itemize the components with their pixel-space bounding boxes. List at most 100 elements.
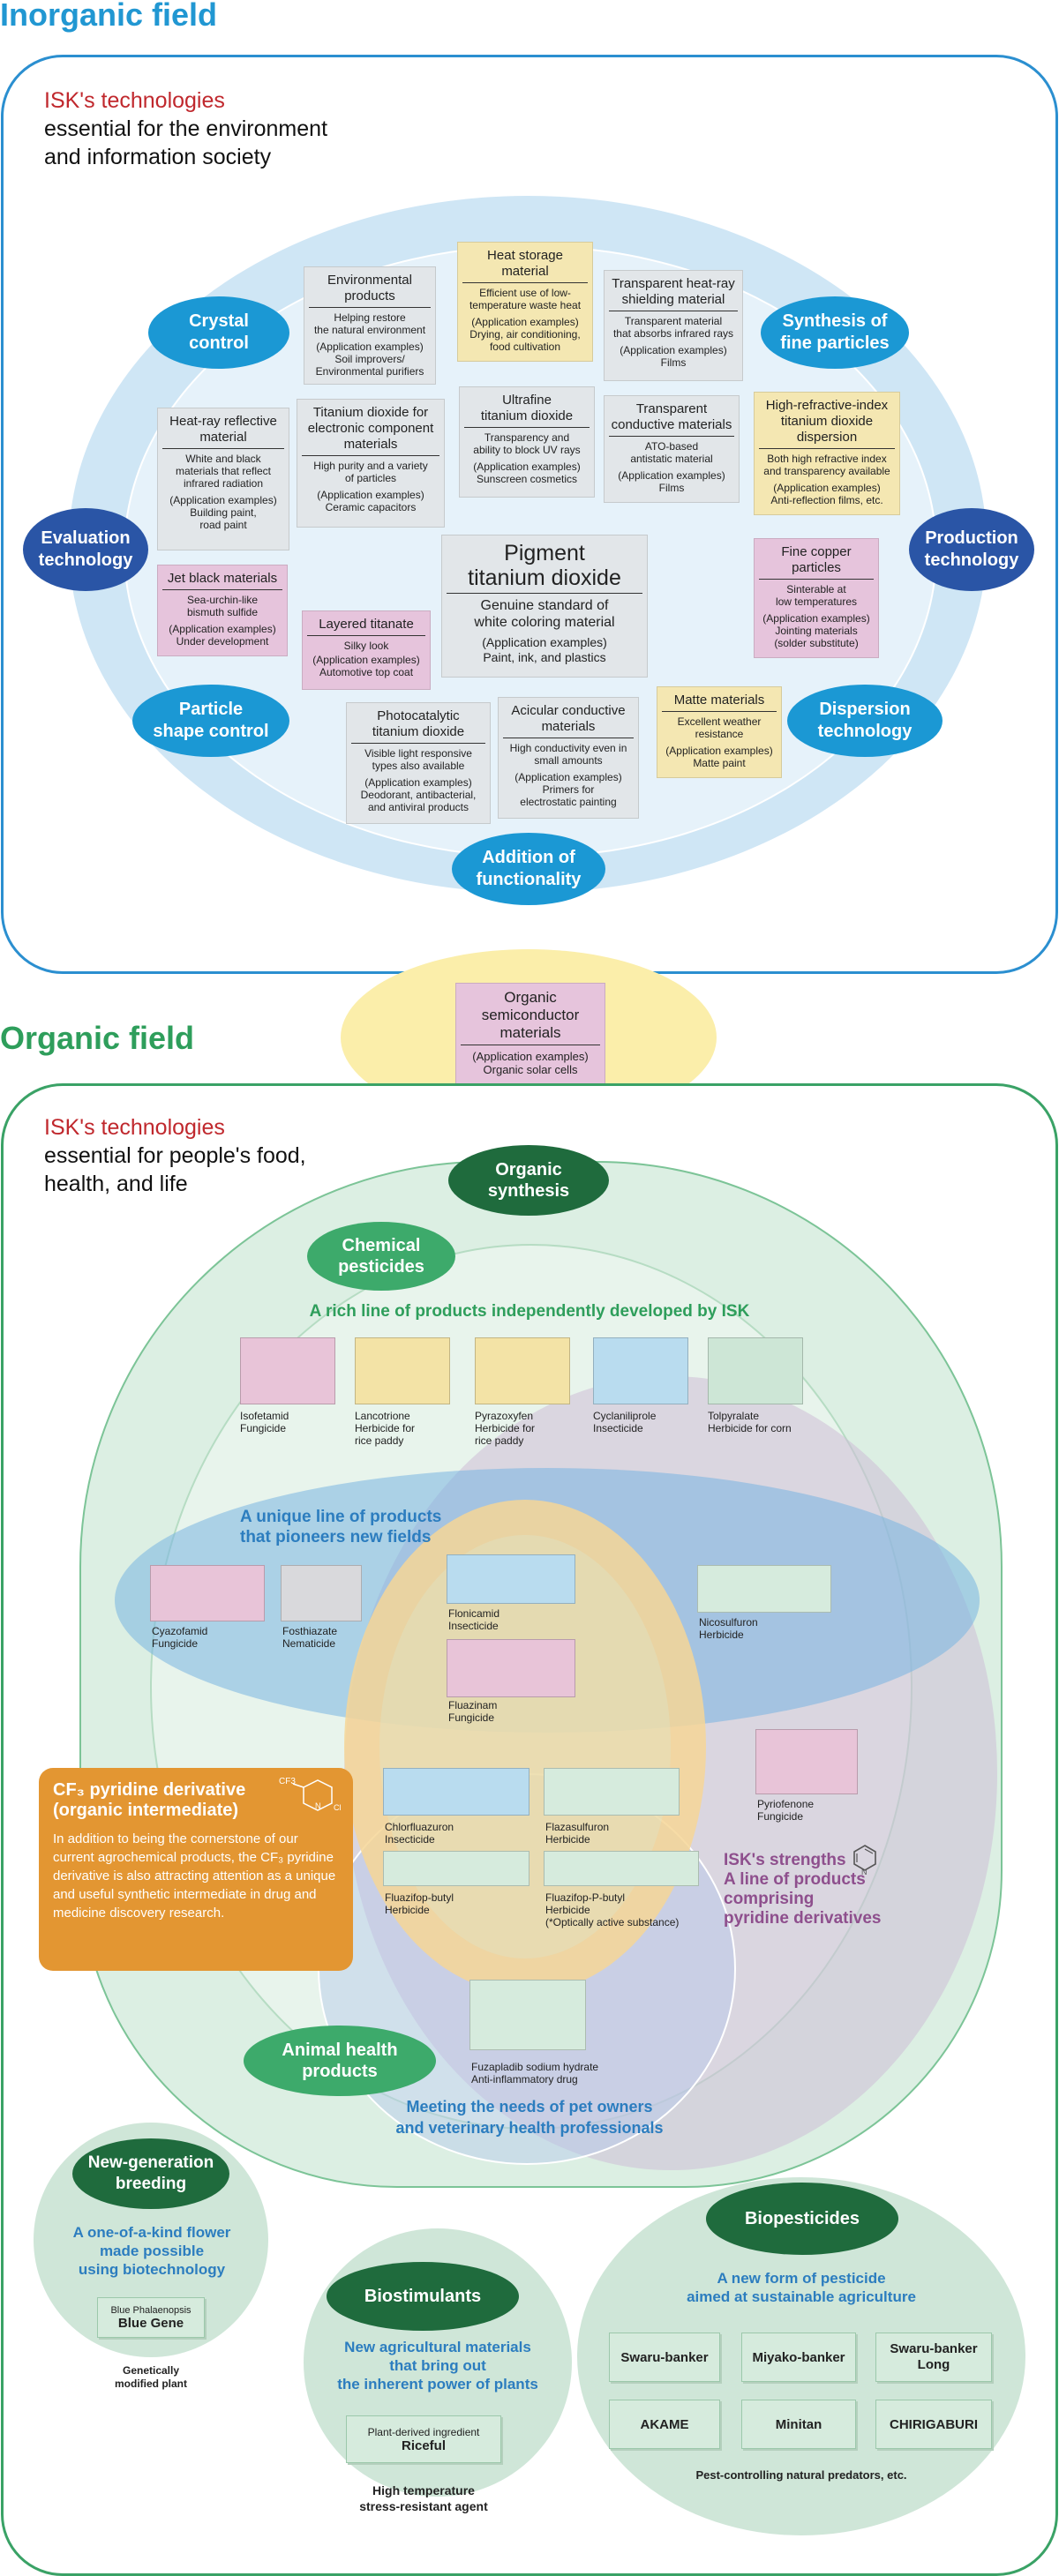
high-refractive-app: (Application examples) Anti-reflection f… bbox=[770, 482, 883, 506]
cf3-pyridine-icon: CF3 N Cl bbox=[279, 1777, 342, 1812]
svg-text:N: N bbox=[315, 1801, 321, 1810]
matte-materials-box: Matte materials Excellent weather resist… bbox=[657, 686, 782, 778]
biopest-foot: Pest-controlling natural predators, etc. bbox=[695, 2468, 907, 2482]
biopest-chip-5: Minitan bbox=[741, 2400, 856, 2449]
chlorfluazuron-structure bbox=[383, 1768, 530, 1816]
crystal-control-pill: Crystal control bbox=[148, 296, 289, 369]
biostim-pill: Biostimulants bbox=[327, 2262, 519, 2331]
inorganic-tech-line1: essential for the environment bbox=[44, 116, 328, 141]
flonicamid-structure bbox=[447, 1554, 575, 1604]
cf3-title: CF₃ pyridine derivative (organic interme… bbox=[53, 1780, 246, 1820]
acicular-conductive-box: Acicular conductive materials High condu… bbox=[498, 697, 639, 819]
riceful-big: Riceful bbox=[401, 2437, 446, 2453]
production-technology-pill: Production technology bbox=[909, 508, 1034, 591]
biopest-chip-3: Swaru-banker Long bbox=[875, 2333, 992, 2382]
heat-ray-reflective-desc: White and black materials that reflect i… bbox=[175, 453, 272, 490]
organic-synthesis-pill: Organic synthesis bbox=[448, 1145, 609, 1216]
lancotrione-structure bbox=[355, 1337, 450, 1404]
jet-black-title: Jet black materials bbox=[162, 571, 282, 590]
layered-titanate-box: Layered titanate Silky look (Application… bbox=[302, 610, 431, 690]
jet-black-app: (Application examples) Under development bbox=[169, 623, 276, 648]
organic-semiconductor-box: Organic semiconductor materials (Applica… bbox=[455, 983, 605, 1090]
pigment-tio2-app: (Application examples) Paint, ink, and p… bbox=[482, 635, 607, 664]
transparent-conductive-box: Transparent conductive materials ATO-bas… bbox=[604, 395, 740, 503]
flonicamid-caption: Flonicamid Insecticide bbox=[448, 1607, 500, 1632]
env-products-app: (Application examples) Soil improvers/ E… bbox=[315, 341, 424, 378]
transparent-conductive-title: Transparent conductive materials bbox=[609, 401, 734, 437]
nicosulfuron-caption: Nicosulfuron Herbicide bbox=[699, 1616, 758, 1641]
transparent-heat-ray-app: (Application examples) Films bbox=[620, 344, 727, 369]
env-products-box: Environmental products Helping restore t… bbox=[304, 266, 436, 385]
biostim-foot: High temperature stress-resistant agent bbox=[359, 2483, 488, 2513]
inorganic-field-title: Inorganic field bbox=[0, 0, 218, 33]
layered-titanate-app: (Application examples) Automotive top co… bbox=[312, 654, 420, 678]
fine-copper-app: (Application examples) Jointing material… bbox=[762, 612, 870, 649]
newgen-foot: Genetically modified plant bbox=[115, 2364, 187, 2390]
flazasulfuron-structure bbox=[544, 1768, 680, 1816]
matte-materials-desc: Excellent weather resistance bbox=[677, 715, 762, 740]
organic-semiconductor-app: (Application examples) Organic solar cel… bbox=[472, 1050, 589, 1076]
transparent-conductive-app: (Application examples) Films bbox=[618, 469, 725, 494]
cyclaniliprole-structure bbox=[593, 1337, 688, 1404]
pyriofenone-structure bbox=[755, 1729, 858, 1794]
transparent-heat-ray-desc: Transparent material that absorbs infrar… bbox=[612, 315, 734, 340]
fluazifop-p-caption: Fluazifop-P-butyl Herbicide (*Optically … bbox=[545, 1891, 680, 1928]
high-refractive-desc: Both high refractive index and transpare… bbox=[763, 453, 890, 477]
tio2-electronic-box: Titanium dioxide for electronic componen… bbox=[297, 399, 445, 528]
jet-black-box: Jet black materials Sea-urchin-like bism… bbox=[157, 565, 288, 656]
tolpyralate-structure bbox=[708, 1337, 803, 1404]
inorganic-tech-line2: and information society bbox=[44, 145, 272, 169]
chemical-pesticides-pill: Chemical pesticides bbox=[307, 1222, 455, 1291]
cyazofamid-structure bbox=[150, 1565, 265, 1621]
newgen-pill: New-generation breeding bbox=[72, 2138, 229, 2209]
matte-materials-title: Matte materials bbox=[662, 693, 777, 712]
acicular-conductive-title: Acicular conductive materials bbox=[503, 703, 634, 738]
env-products-desc: Helping restore the natural environment bbox=[313, 311, 426, 336]
photocatalytic-box: Photocatalytic titanium dioxide Visible … bbox=[346, 702, 491, 824]
addition-functionality-pill: Addition of functionality bbox=[452, 833, 605, 905]
high-refractive-title: High-refractive-index titanium dioxide d… bbox=[759, 398, 895, 449]
unique-line-label: A unique line of products that pioneers … bbox=[240, 1508, 442, 1546]
layered-titanate-title: Layered titanate bbox=[307, 617, 425, 636]
organic-tech-red: ISK's technologies bbox=[44, 1115, 225, 1140]
ultrafine-tio2-desc: Transparency and ability to block UV ray… bbox=[473, 431, 581, 456]
photocatalytic-desc: Visible light responsive types also avai… bbox=[364, 747, 472, 772]
heat-ray-reflective-box: Heat-ray reflective material White and b… bbox=[157, 408, 289, 550]
fluazifop-p-structure bbox=[544, 1851, 699, 1886]
organic-field-title: Organic field bbox=[0, 1020, 195, 1056]
riceful-small: Plant-derived ingredient bbox=[367, 2425, 480, 2438]
particle-shape-control-pill: Particle shape control bbox=[132, 685, 289, 757]
ultrafine-tio2-title: Ultrafine titanium dioxide bbox=[464, 393, 590, 428]
cf3-callout: CF₃ pyridine derivative (organic interme… bbox=[39, 1768, 353, 1971]
svg-text:Cl: Cl bbox=[334, 1803, 342, 1812]
biopest-chip-1: Swaru-banker bbox=[609, 2333, 720, 2382]
fosthiazate-structure bbox=[281, 1565, 362, 1621]
ultrafine-tio2-box: Ultrafine titanium dioxide Transparency … bbox=[459, 386, 595, 498]
pyridine-icon: N bbox=[853, 1845, 876, 1876]
organic-semiconductor-title: Organic semiconductor materials bbox=[461, 989, 600, 1045]
blue-gene-chip: Blue Phalaenopsis Blue Gene bbox=[97, 2297, 205, 2338]
fuzapladib-caption: Fuzapladib sodium hydrate Anti-inflammat… bbox=[471, 2061, 599, 2086]
transparent-heat-ray-box: Transparent heat-ray shielding material … bbox=[604, 270, 743, 381]
heat-ray-reflective-title: Heat-ray reflective material bbox=[162, 414, 284, 449]
svg-text:CF3: CF3 bbox=[279, 1777, 296, 1786]
dispersion-technology-pill: Dispersion technology bbox=[787, 685, 943, 757]
cyclaniliprole-caption: Cyclaniliprole Insecticide bbox=[593, 1410, 657, 1434]
lancotrione-caption: Lancotrione Herbicide for rice paddy bbox=[355, 1410, 416, 1447]
synthesis-fine-particles-pill: Synthesis of fine particles bbox=[761, 296, 909, 369]
fine-copper-box: Fine copper particles Sinterable at low … bbox=[754, 538, 879, 658]
ultrafine-tio2-app: (Application examples) Sunscreen cosmeti… bbox=[473, 461, 581, 485]
pet-owners-label: Meeting the needs of pet owners and vete… bbox=[395, 2098, 664, 2137]
transparent-heat-ray-title: Transparent heat-ray shielding material bbox=[609, 276, 738, 311]
organic-tech-line1: essential for people's food, bbox=[44, 1143, 306, 1168]
pyrazoxyfen-caption: Pyrazoxyfen Herbicide for rice paddy bbox=[475, 1410, 536, 1447]
heat-storage-box: Heat storage material Efficient use of l… bbox=[457, 242, 593, 362]
jet-black-desc: Sea-urchin-like bismuth sulfide bbox=[186, 594, 259, 618]
fosthiazate-caption: Fosthiazate Nematicide bbox=[282, 1625, 338, 1650]
isofetamid-structure bbox=[240, 1337, 335, 1404]
tio2-electronic-app: (Application examples) Ceramic capacitor… bbox=[317, 489, 424, 513]
pyridine-strengths-label: ISK's strengths A line of products compr… bbox=[724, 1851, 882, 1928]
photocatalytic-app: (Application examples) Deodorant, antiba… bbox=[360, 776, 477, 813]
riceful-chip: Plant-derived ingredient Riceful bbox=[346, 2415, 501, 2463]
fluazifop-structure bbox=[383, 1851, 530, 1886]
